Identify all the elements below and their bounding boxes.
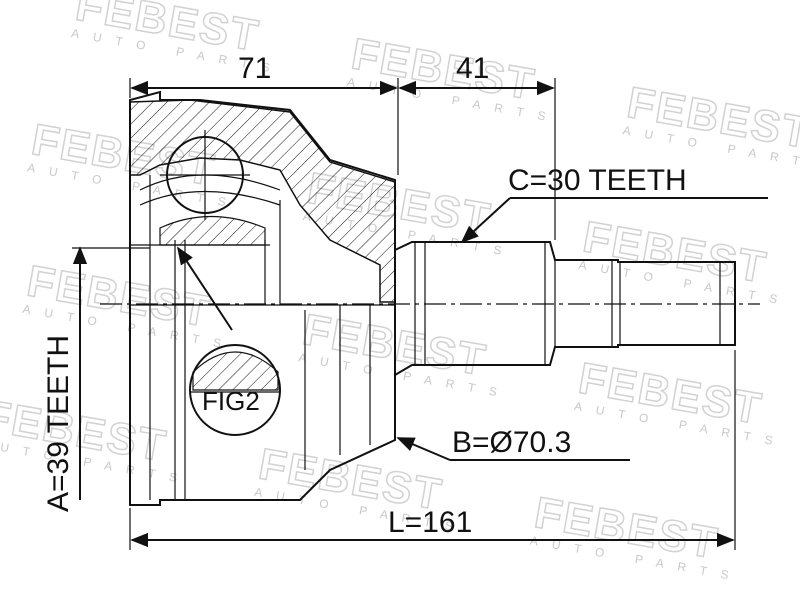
dim-41: 41 [398,52,556,240]
dim-41-label: 41 [456,52,489,85]
callout-b-label: B=Ø70.3 [452,426,571,459]
fig2-leader [177,246,233,331]
callout-b: B=Ø70.3 [396,426,630,461]
stub-shaft [394,241,736,376]
fig2-label: FIG2 [202,386,260,416]
fig2-detail: FIG2 [177,246,281,436]
dim-161-label: L=161 [388,506,472,539]
callout-a: A=39 TEETH [42,246,150,512]
callout-c: C=30 TEETH [460,164,768,244]
dim-71-label: 71 [238,52,271,85]
dim-71: 71 [129,52,399,175]
dim-161: L=161 [129,350,736,550]
callout-a-label: A=39 TEETH [42,335,75,512]
callout-c-label: C=30 TEETH [508,164,687,197]
outer-housing [129,90,396,506]
